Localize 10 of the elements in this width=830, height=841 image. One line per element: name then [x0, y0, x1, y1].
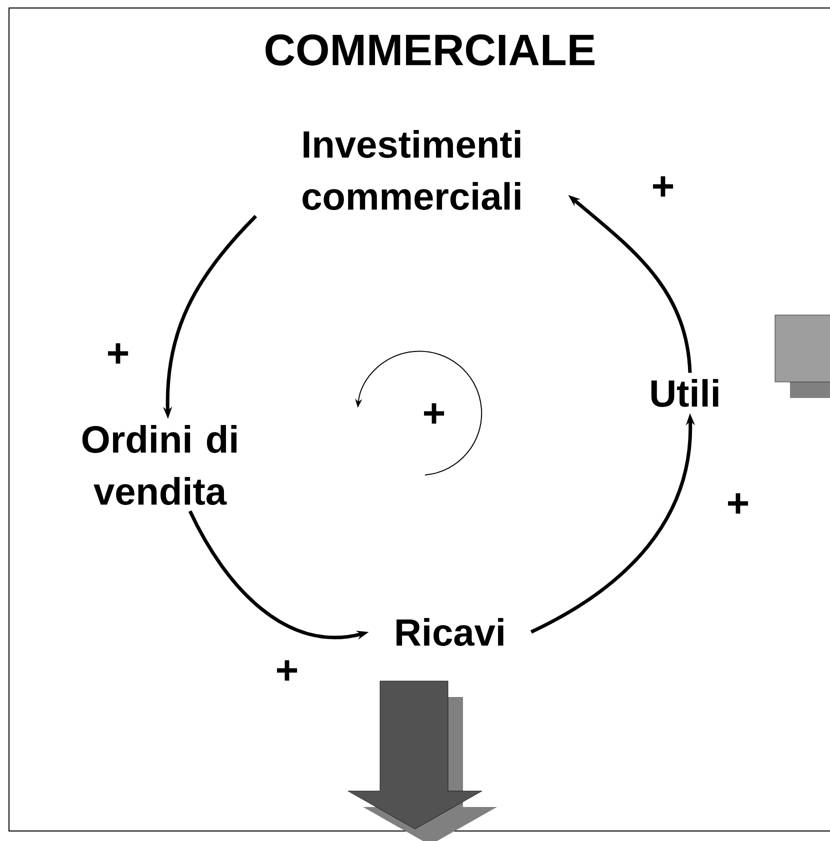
variable-label: Ordini di vendita — [82, 425, 236, 505]
variable-label: Investimenti commerciali — [302, 130, 520, 210]
variable-label: Utili — [651, 379, 718, 407]
edge-label: + — [653, 176, 674, 197]
loop-sign: + — [424, 403, 444, 424]
edge-label: + — [108, 343, 128, 364]
edge-label: + — [277, 660, 298, 681]
edge-label: + — [728, 493, 748, 514]
title: COMMERCIALE — [266, 34, 594, 66]
variable-label: Ricavi — [396, 618, 504, 646]
